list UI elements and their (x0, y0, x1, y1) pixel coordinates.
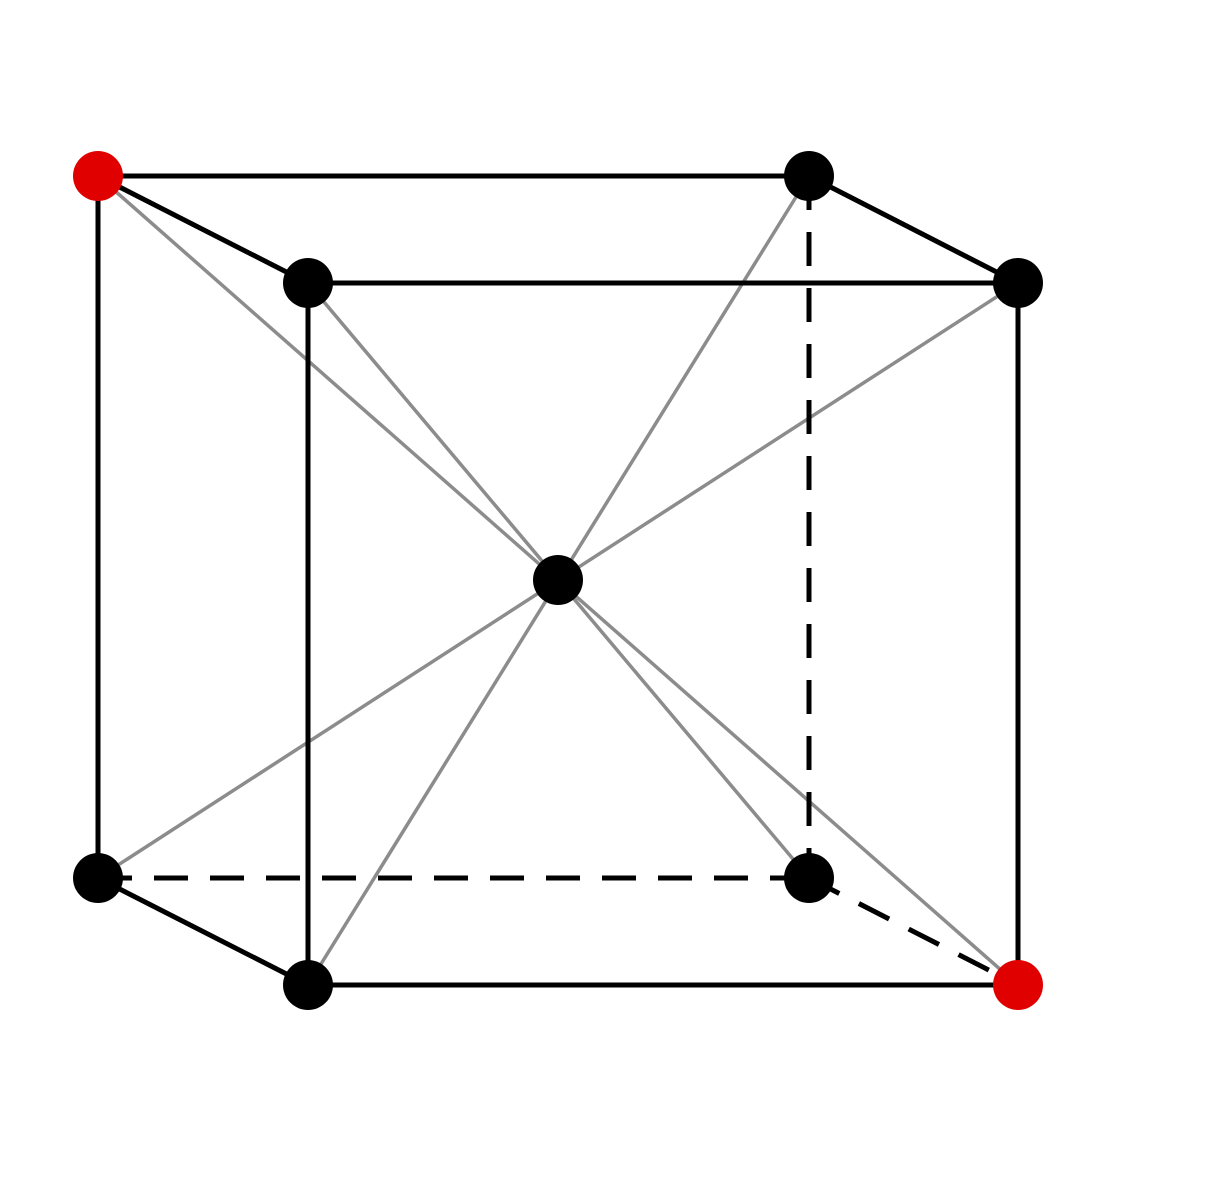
atom-back-bottom-left (73, 853, 123, 903)
atom-front-top-right (993, 258, 1043, 308)
atom-center (533, 555, 583, 605)
cube-edge-back-top-left-to-front-top-left (96, 173, 310, 286)
atom-back-top-right (784, 151, 834, 201)
cube-edges (95, 173, 1021, 988)
cube-edge-back-bottom-left-to-front-bottom-left (96, 875, 310, 988)
cube-edge-back-top-right-to-front-top-right (807, 173, 1020, 286)
atom-front-bottom-left (283, 960, 333, 1010)
atom-back-bottom-right (784, 853, 834, 903)
atom-front-top-left (283, 258, 333, 308)
highlighted-atom-front-bottom-right (993, 960, 1043, 1010)
atoms (73, 151, 1043, 1010)
highlighted-atom-back-top-left (73, 151, 123, 201)
hidden-edge-back-bottom-right-to-front-bottom-right (807, 875, 1020, 988)
